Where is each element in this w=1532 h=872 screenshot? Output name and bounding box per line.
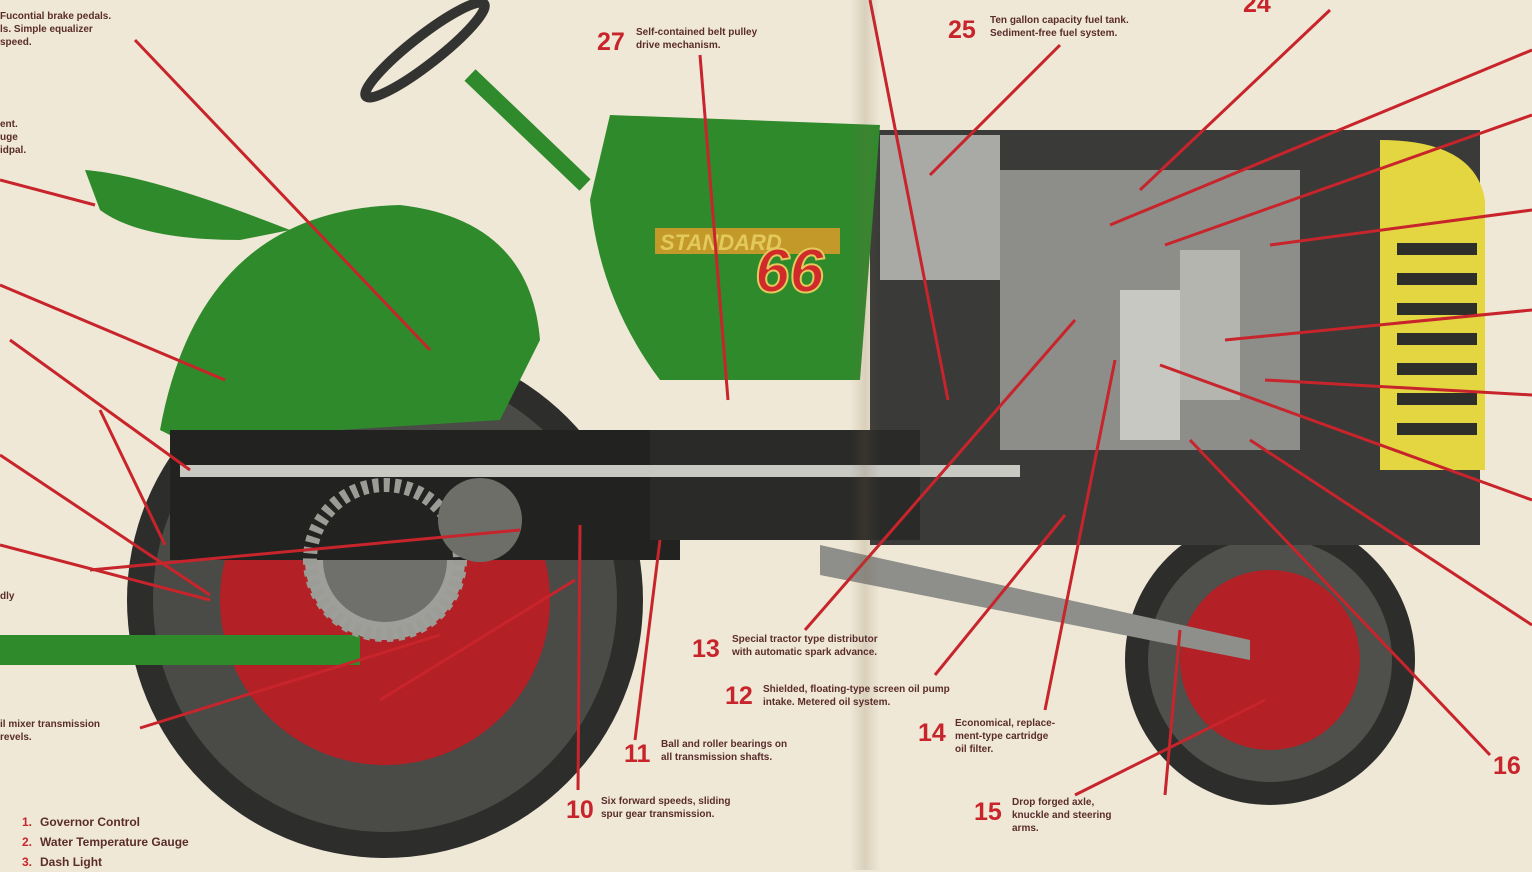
callout-number: 24 xyxy=(1243,0,1271,18)
nameplate: STANDARD 66 xyxy=(655,228,840,307)
steering-wheel xyxy=(360,0,490,103)
callout-number: 11 xyxy=(624,740,651,768)
callout-caption: Economical, replace- ment-type cartridge… xyxy=(955,718,1056,755)
edge-text-top-left: Fucontial brake pedals. ls. Simple equal… xyxy=(0,11,112,48)
callout-number: 14 xyxy=(918,719,946,747)
legend-item: 1.Governor Control xyxy=(22,815,141,829)
callout-number: 12 xyxy=(725,682,753,710)
fuel-tank xyxy=(880,135,1000,280)
callout-caption: Special tractor type distributor with au… xyxy=(732,634,878,658)
seat xyxy=(85,170,290,240)
parts-legend: 1.Governor Control 2.Water Temperature G… xyxy=(22,812,189,872)
edge-text-bottom-left: il mixer transmission revels. xyxy=(0,719,101,743)
callout-caption: Shielded, floating-type screen oil pump … xyxy=(763,684,950,708)
page-fold xyxy=(850,0,880,870)
callout-number: 13 xyxy=(692,635,720,663)
callout-caption: Drop forged axle, knuckle and steering a… xyxy=(1012,797,1112,834)
callout-caption: Ball and roller bearings on all transmis… xyxy=(661,739,788,763)
grille-slats xyxy=(1397,243,1477,435)
edge-text-left-low: dly xyxy=(0,591,15,602)
drive-shaft xyxy=(180,465,1020,477)
callout-caption: Self-contained belt pulley drive mechani… xyxy=(636,27,758,51)
bull-gear xyxy=(303,478,467,642)
nameplate-text: STANDARD xyxy=(660,230,782,255)
edge-text-left-mid: ent. uge idpal. xyxy=(0,119,27,156)
model-number: 66 xyxy=(755,237,824,306)
drawbar xyxy=(0,635,360,665)
callout-number: 15 xyxy=(974,798,1002,826)
front-wheel xyxy=(1125,515,1415,805)
fender xyxy=(160,205,540,440)
callout-number: 10 xyxy=(566,796,594,824)
steering-column xyxy=(464,69,591,191)
transmission-housing xyxy=(170,430,680,560)
callout-leaders xyxy=(0,0,1532,797)
callout-caption: Ten gallon capacity fuel tank. Sediment-… xyxy=(990,15,1129,39)
callout-caption: Six forward speeds, sliding spur gear tr… xyxy=(601,796,731,820)
legend-item: 2.Water Temperature Gauge xyxy=(22,835,189,849)
legend-item: 3.Dash Light xyxy=(22,855,103,869)
callout-number: 16 xyxy=(1493,752,1521,780)
radius-rod xyxy=(820,545,1250,660)
callout-number: 27 xyxy=(597,28,625,56)
callout-number: 25 xyxy=(948,16,976,44)
